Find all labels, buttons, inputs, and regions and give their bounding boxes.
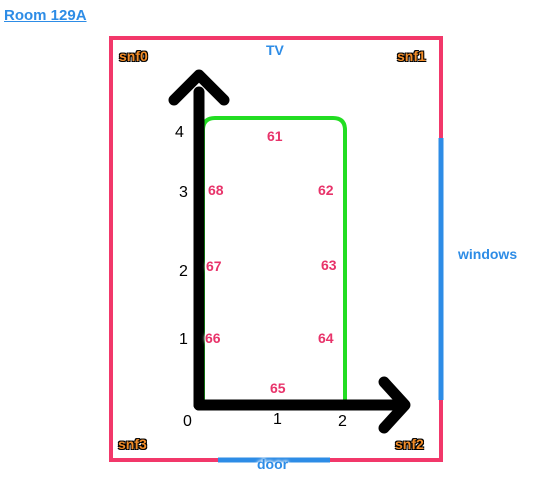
point-64: 64 [318, 330, 334, 346]
point-61: 61 [267, 128, 283, 144]
y-tick-2: 2 [179, 263, 188, 280]
point-67: 67 [206, 258, 222, 274]
y-tick-3: 3 [179, 184, 188, 201]
point-66: 66 [205, 330, 221, 346]
point-63: 63 [321, 257, 337, 273]
y-axis-arrowhead [168, 69, 230, 106]
tv-label: TV [266, 42, 284, 58]
door-label: door [257, 456, 289, 472]
point-68: 68 [208, 182, 224, 198]
y-tick-1: 1 [179, 331, 188, 348]
sensor-snf1: snf1 [397, 48, 426, 64]
windows-label: windows [458, 246, 518, 262]
point-65: 65 [270, 380, 286, 396]
sensor-snf2: snf2 [395, 436, 424, 452]
room-title: Room 129A [4, 7, 87, 24]
x-tick-2: 2 [338, 413, 347, 430]
sensor-snf3: snf3 [118, 436, 147, 452]
sensor-snf0: snf0 [119, 48, 148, 64]
x-tick-1: 1 [273, 411, 282, 428]
y-tick-4: 4 [175, 124, 184, 141]
x-axis-arrowhead [378, 376, 411, 434]
point-62: 62 [318, 182, 334, 198]
x-tick-0: 0 [183, 413, 192, 430]
